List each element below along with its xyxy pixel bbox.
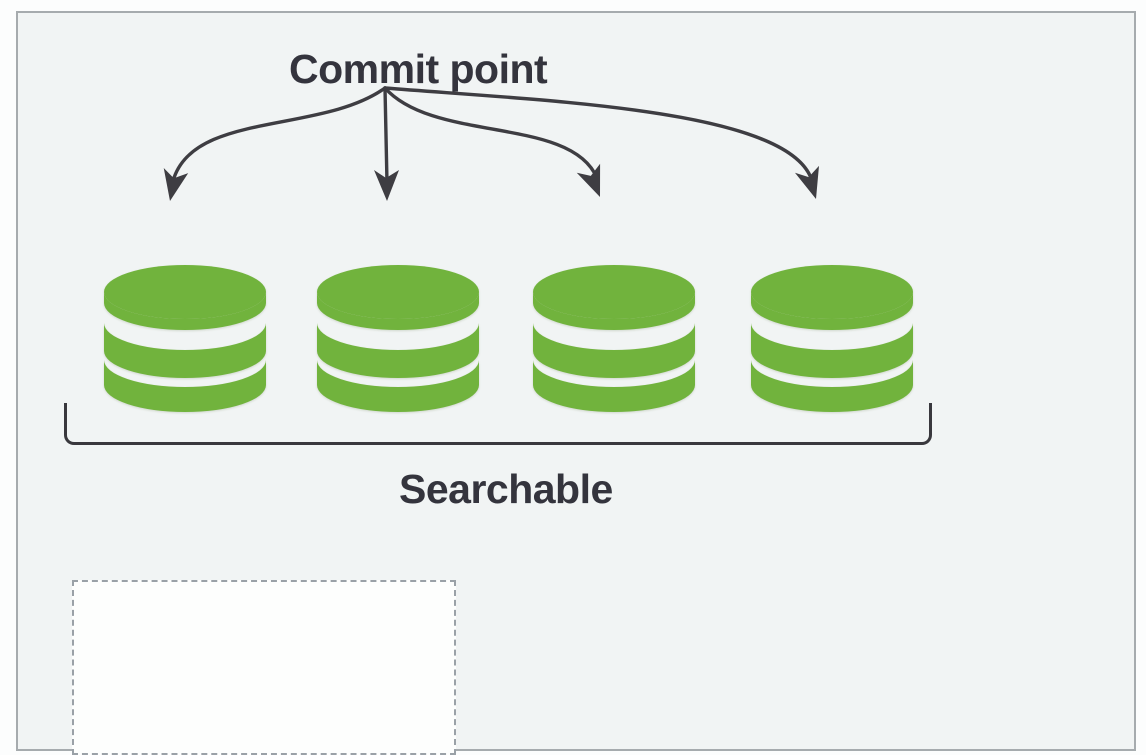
arrowhead-icon [794,165,819,199]
arrow-line-center [383,86,389,185]
commit-point-label: Commit point [289,46,548,92]
diagram-panel: Commit point [16,11,1136,755]
arrow-curve-left [171,86,387,183]
arrow-curve-far-right [383,86,814,183]
dashed-placeholder-box [72,580,456,755]
arrowhead-icon [163,167,189,201]
searchable-bracket [64,403,932,445]
arrowhead-icon [374,170,399,201]
fan-out-arrows [163,86,819,201]
database-segment-icon [531,263,697,413]
database-segment-icon [315,263,481,413]
searchable-label: Searchable [399,466,613,512]
page-background: { "diagram": { "title": "Commit point", … [16,11,1136,755]
database-segment-icon [102,263,268,413]
arrowhead-icon [576,163,601,197]
arrow-curve-right [383,86,599,180]
database-segment-icon [749,263,915,413]
